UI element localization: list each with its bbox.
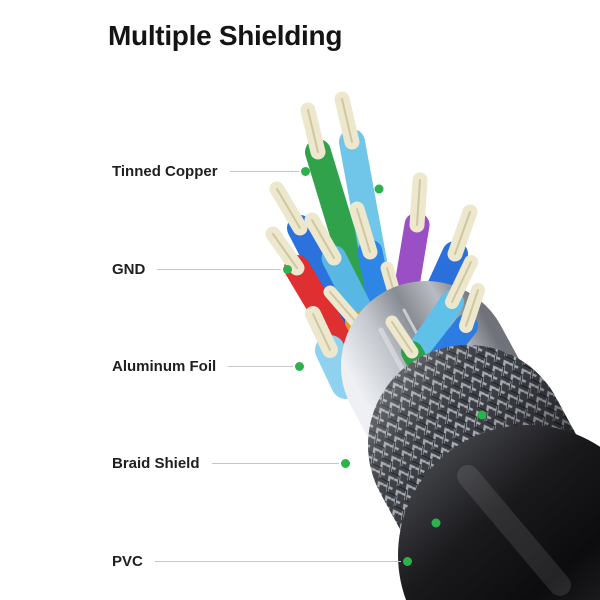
pvc-jacket-layer xyxy=(398,425,600,600)
callout-gnd: GND xyxy=(112,258,292,280)
callout-dot-icon xyxy=(301,166,310,176)
callout-line xyxy=(211,462,339,464)
callout-line xyxy=(229,170,299,172)
callout-label-pvc: PVC xyxy=(112,552,143,570)
callout-label-tinned-copper: Tinned Copper xyxy=(112,162,218,180)
wire-cyan-right xyxy=(406,255,478,364)
callout-dot-icon xyxy=(295,361,304,371)
callout-line xyxy=(154,560,401,562)
callout-aluminum-foil: Aluminum Foil xyxy=(112,355,304,377)
callout-dot-icon xyxy=(403,556,412,566)
callout-tinned-copper: Tinned Copper xyxy=(112,160,310,182)
callout-braid-shield: Braid Shield xyxy=(112,452,350,474)
callout-pvc: PVC xyxy=(112,550,412,572)
callout-line xyxy=(157,268,281,270)
target-dot-braid-shield xyxy=(477,410,487,420)
page-title: Multiple Shielding xyxy=(108,20,343,51)
callout-dot-icon xyxy=(283,264,292,274)
callout-dot-icon xyxy=(341,458,350,468)
target-dot-pvc xyxy=(431,518,441,528)
callout-label-gnd: GND xyxy=(112,260,146,278)
target-dot-tinned-copper xyxy=(374,184,384,194)
callout-line xyxy=(228,365,293,367)
callout-label-aluminum-foil: Aluminum Foil xyxy=(112,357,217,375)
callout-label-braid-shield: Braid Shield xyxy=(112,454,200,472)
